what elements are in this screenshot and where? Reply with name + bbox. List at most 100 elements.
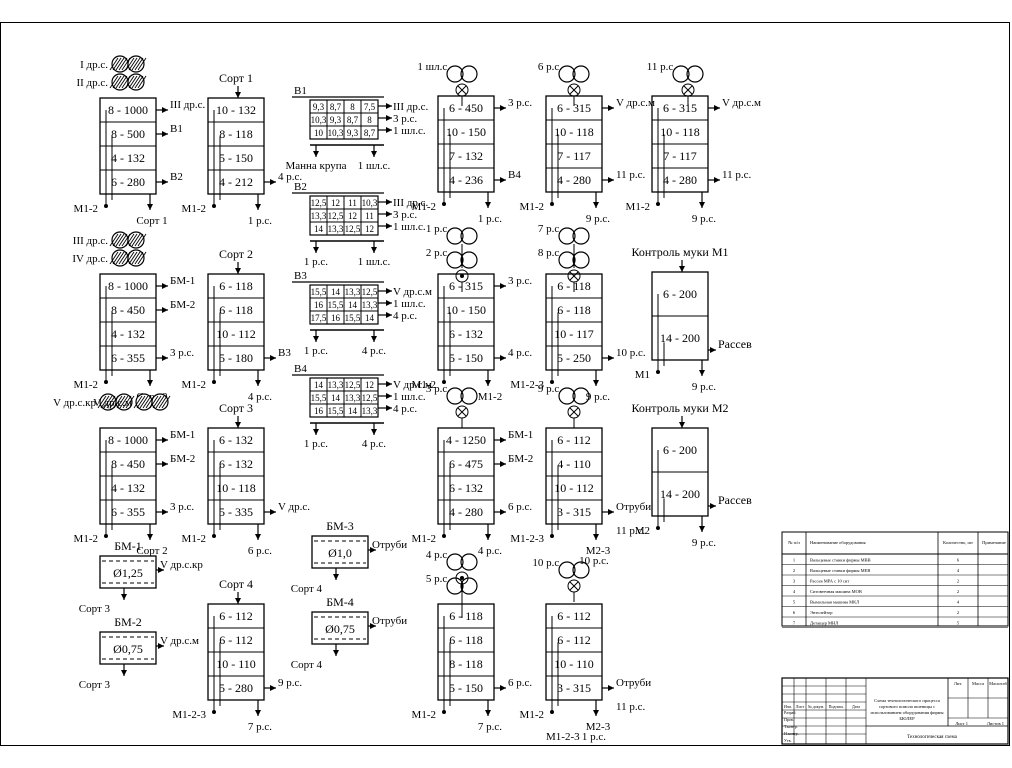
grid-cell: 12,5 — [362, 287, 378, 297]
grid-cell: 15,5 — [328, 406, 344, 416]
grid-inlet: В4 — [294, 363, 307, 375]
sifter-title: Сорт 3 — [219, 401, 253, 415]
roll-label: IV др.с. — [72, 253, 108, 265]
roll-label: 3 р.с. — [426, 383, 450, 395]
outlet-label: М1-2-3 — [510, 533, 544, 545]
sieve-row-label: 4 - 110 — [557, 457, 591, 471]
grid-cell: 14 — [348, 300, 358, 310]
outlet-label: 7 р.с. — [248, 721, 272, 733]
outlet-label: 3 р.с. — [170, 347, 194, 359]
roll-pair: 11 р.с. — [647, 61, 704, 106]
outlet-label: М1-2 — [74, 203, 98, 215]
roll-label: 8 р.с. — [538, 247, 562, 259]
outlet-label: Отруби — [616, 501, 651, 513]
table-header: Количество, шт — [943, 540, 973, 546]
hatched-roll-pair: II др.с. — [76, 73, 147, 91]
roll-label: 2 р.с. — [426, 247, 450, 259]
grid-cell: 10,3 — [311, 115, 327, 125]
stamp-cell: Подпись — [829, 704, 844, 709]
outlet-label: В3 — [278, 347, 291, 359]
sieve-row-label: 5 - 335 — [219, 505, 253, 519]
stamp-col-head: Масштаб — [989, 681, 1007, 686]
outlet-label: Рассев — [718, 337, 752, 351]
roll-pair: 4 р.с. — [426, 549, 478, 594]
sieve-row-label: 6 - 118 — [557, 279, 591, 293]
outlet-label: 3 р.с. — [393, 113, 417, 125]
grid-cell: 14 — [314, 224, 324, 234]
sieve-row-label: 4 - 132 — [111, 151, 145, 165]
sieve-row-label: 14 - 200 — [660, 487, 700, 501]
grid-cell: 8,7 — [347, 115, 359, 125]
outlet-label: V др.с.м — [393, 379, 432, 391]
grid-cell: 10 — [314, 128, 324, 138]
sieve-row-label: 7 - 117 — [557, 149, 591, 163]
grid-cell: 12 — [331, 198, 340, 208]
grid-cell: 8,7 — [330, 102, 342, 112]
roll-pair: 3 р.с. — [426, 383, 478, 428]
grid-cell: 13,3 — [328, 224, 344, 234]
sieve-row-label: 14 - 200 — [660, 331, 700, 345]
sieve-row-label: 6 - 355 — [111, 351, 145, 365]
sieve-row-label: 6 - 315 — [449, 279, 483, 293]
grid-cell: 13,3 — [362, 300, 378, 310]
sieve-row-label: 6 - 315 — [663, 101, 697, 115]
sieve-row-label: 6 - 355 — [111, 505, 145, 519]
sieve-row-label: 10 - 117 — [554, 327, 594, 341]
roll-pair: 7 р.с. — [538, 223, 590, 268]
stamp-role: Пров. — [784, 717, 794, 722]
roll-label: 1 шл.с. — [417, 61, 450, 73]
grid-cell: 12,5 — [345, 224, 361, 234]
outlet-label: 6 р.с. — [248, 545, 272, 557]
roll-pair: 9 р.с. — [538, 383, 590, 428]
table-cell: 6 — [957, 558, 960, 563]
outlet-label: III др.с. — [393, 101, 428, 113]
outlet-label: В1 — [170, 123, 183, 135]
outlet-label: М1-2-3 — [172, 709, 206, 721]
sieve-row-label: 4 - 280 — [663, 173, 697, 187]
sheet-count: Листов 1 — [987, 721, 1004, 726]
outlet-label: 4 р.с. — [478, 545, 502, 557]
outlet-label: 10 р.с. — [579, 555, 609, 567]
outlet-label: 11 р.с. — [722, 169, 751, 181]
sieve-row-label: 5 - 150 — [449, 681, 483, 695]
outlet-label: Отруби — [616, 677, 651, 689]
sieve-row-label: 6 - 112 — [557, 633, 591, 647]
outlet-label: 9 р.с. — [586, 391, 610, 403]
sieve-row-label: 10 - 112 — [216, 327, 256, 341]
outlet-label: III др.с. — [393, 197, 428, 209]
outlet-label: V др.с.кр — [160, 559, 203, 571]
outlet-label: 4 р.с. — [362, 345, 386, 357]
grid-cell: 14 — [365, 313, 375, 323]
grid-cell: 9,3 — [347, 128, 359, 138]
outlet-label: V др.с.м — [722, 97, 761, 109]
grid-cell: 15,5 — [345, 313, 361, 323]
grid-cell: 8,7 — [364, 128, 376, 138]
outlet-label: V др.с.м — [160, 635, 199, 647]
sieve-row-label: 6 - 280 — [111, 175, 145, 189]
grid-cell: 16 — [314, 300, 324, 310]
grid-cell: 14 — [314, 380, 324, 390]
bran-sieve: Ø0,75 — [325, 622, 355, 636]
table-cell: 4 — [957, 600, 960, 605]
outlet-label: 4 р.с. — [508, 347, 532, 359]
outlet-label: 11 р.с. — [616, 701, 645, 713]
sieve-row-label: 5 - 150 — [449, 351, 483, 365]
grid-cell: 13,3 — [328, 380, 344, 390]
outlet-label: 1 шл.с. — [393, 391, 426, 403]
outlet-label: М2-3 — [586, 545, 611, 557]
grid-cell: 16 — [314, 406, 324, 416]
table-cell: Вальцевые станки фирмы МЕВ — [810, 568, 870, 573]
stamp-role: Н.контр. — [784, 731, 799, 736]
sieve-row-label: 6 - 118 — [449, 609, 483, 623]
